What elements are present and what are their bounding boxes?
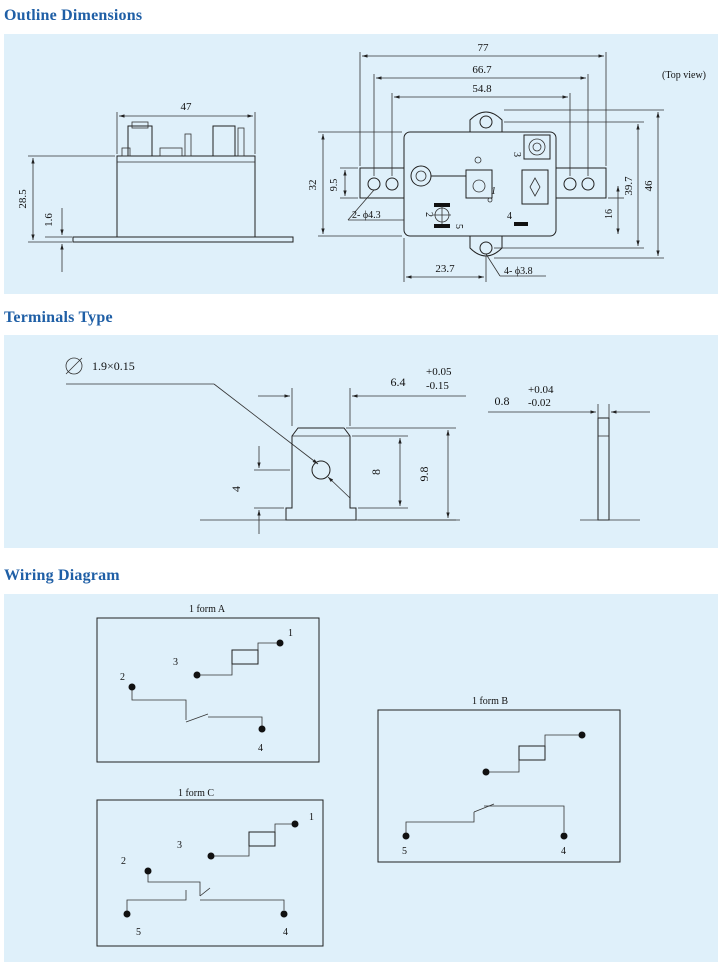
wiring-form-c: 1 form C 1 2 3 4 5: [96, 788, 324, 947]
top-pin-1: 1: [491, 186, 496, 197]
terminal-thickness: 0.8: [495, 394, 510, 408]
terminal-height-8: 8: [369, 469, 383, 475]
terminal-drawing: 1.9×0.15 6.4 +0.05 -0.15 4 8 9.8: [65, 357, 650, 534]
terminal-width: 6.4: [391, 375, 406, 389]
terminal-thickness-tol-plus: +0.04: [528, 384, 554, 396]
form-c-pin-3: 3: [177, 840, 182, 851]
form-c-pin-5: 5: [136, 927, 141, 938]
top-view: (Top view): [307, 42, 706, 282]
dim-23-7-label: 23.7: [435, 263, 455, 275]
form-b-pin-4: 4: [561, 846, 566, 857]
top-view-label: (Top view): [662, 70, 706, 81]
form-a-pin-2: 2: [120, 672, 125, 683]
terminals-panel: [4, 335, 718, 548]
dim-32-label: 32: [307, 180, 319, 191]
terminal-hole-dia: 1.9×0.15: [92, 359, 135, 373]
top-pin-5: 5: [453, 224, 464, 229]
form-a-title: 1 form A: [189, 604, 226, 615]
top-pin-3: 3: [511, 152, 522, 157]
hole-4-3-label: 2- ϕ4.3: [352, 210, 381, 221]
title-wiring-diagram: Wiring Diagram: [4, 567, 120, 584]
terminal-height-9-8: 9.8: [417, 467, 431, 482]
terminal-height-4: 4: [229, 486, 243, 492]
form-a-pin-4: 4: [258, 743, 263, 754]
form-b-pin-5: 5: [402, 846, 407, 857]
side-view: 47 28.5 1.6: [17, 101, 294, 272]
outline-panel: [4, 34, 718, 294]
dim-46-label: 46: [643, 180, 655, 192]
form-a-pin-1: 1: [288, 628, 293, 639]
form-b-title: 1 form B: [472, 696, 508, 707]
wiring-panel: [4, 594, 718, 962]
wiring-form-b: 1 form B 5 4: [377, 696, 621, 863]
dim-16-label: 16: [604, 209, 615, 219]
dim-66-7-label: 66.7: [472, 64, 492, 76]
dim-1-6-label: 1.6: [43, 213, 55, 227]
hole-3-8-label: 4- ϕ3.8: [504, 266, 533, 277]
title-terminals-type: Terminals Type: [4, 309, 113, 326]
terminal-thickness-tol-minus: -0.02: [528, 397, 551, 409]
form-a-pin-3: 3: [173, 657, 178, 668]
terminal-width-tol-minus: -0.15: [426, 380, 449, 392]
top-pin-2: 2: [423, 212, 434, 217]
dim-28-5-label: 28.5: [17, 189, 29, 209]
dim-39-7-label: 39.7: [623, 176, 635, 196]
terminal-width-tol-plus: +0.05: [426, 366, 452, 378]
dim-54-8-label: 54.8: [472, 83, 492, 95]
wiring-form-a: 1 form A 1 2 3 4: [96, 604, 320, 763]
top-pin-4: 4: [507, 211, 512, 222]
form-c-title: 1 form C: [178, 788, 214, 799]
dim-9-5-label: 9.5: [329, 179, 340, 192]
dim-47-label: 47: [181, 101, 193, 113]
form-c-pin-4: 4: [283, 927, 288, 938]
form-c-pin-1: 1: [309, 812, 314, 823]
form-c-pin-2: 2: [121, 856, 126, 867]
title-outline-dimensions: Outline Dimensions: [4, 7, 143, 24]
dim-77-label: 77: [478, 42, 490, 54]
